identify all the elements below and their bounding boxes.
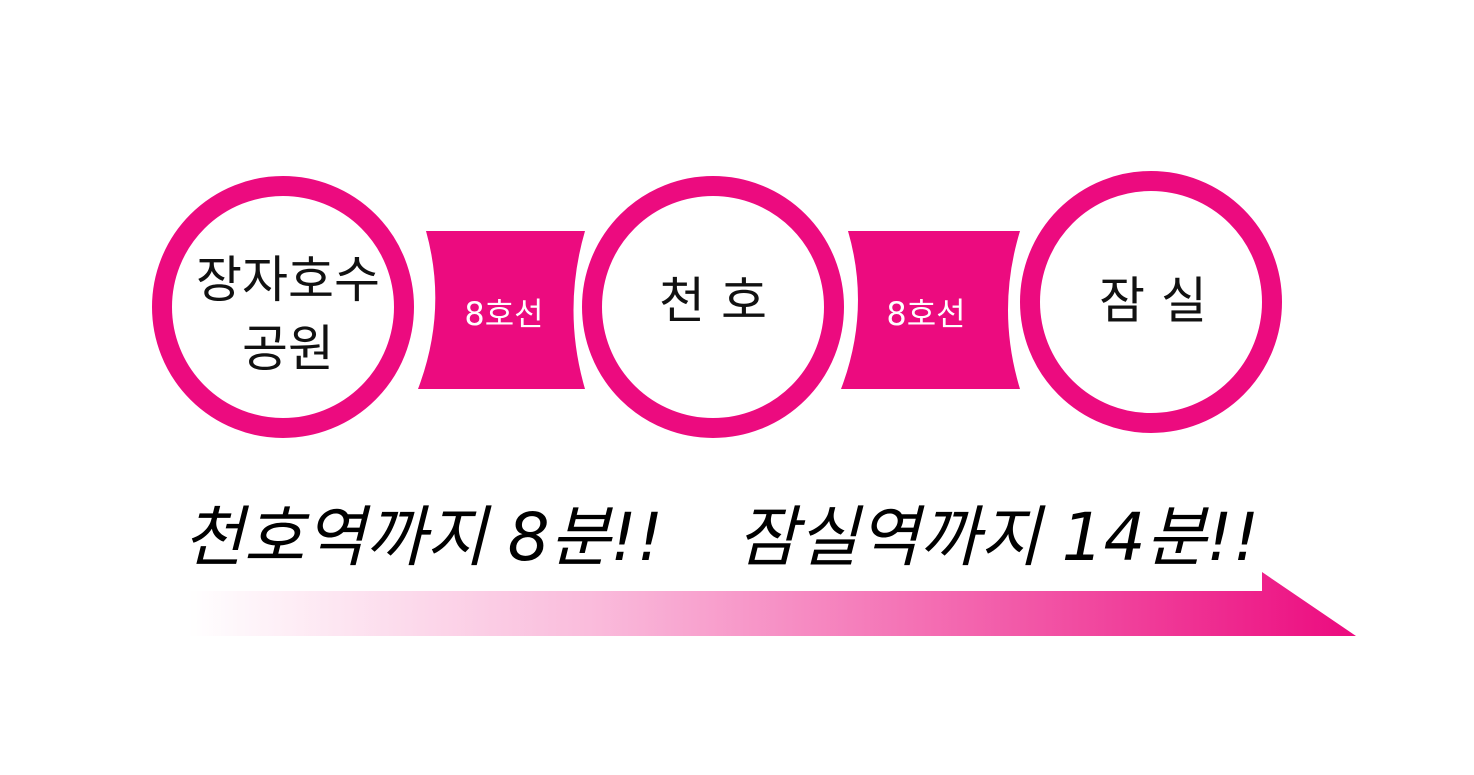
station-name: 잠 실 — [1099, 272, 1207, 330]
connector-label-1: 8호선 — [464, 295, 543, 333]
connector-band-1 — [418, 231, 585, 389]
connector-label-2: 8호선 — [886, 295, 965, 333]
station-circle — [582, 176, 844, 438]
connector-band-2 — [841, 231, 1020, 389]
station-cheonho: 천 호 — [582, 176, 844, 438]
station-circle — [1020, 171, 1282, 433]
station-name: 천 호 — [659, 272, 767, 330]
connector-2: 8호선 — [841, 231, 1020, 389]
station-circle — [152, 176, 414, 438]
connector-1: 8호선 — [418, 231, 585, 389]
station-name-line2: 공원 — [242, 320, 334, 378]
station-jangja-lake-park: 장자호수 공원 — [152, 176, 414, 438]
station-name-line1: 장자호수 — [196, 251, 380, 309]
gradient-arrow-right-icon — [187, 572, 1356, 636]
headline-travel-time-2: 잠실역까지 14분!! — [737, 499, 1259, 576]
headline-travel-time-1: 천호역까지 8분!! — [183, 499, 663, 576]
station-jamsil: 잠 실 — [1020, 171, 1282, 433]
